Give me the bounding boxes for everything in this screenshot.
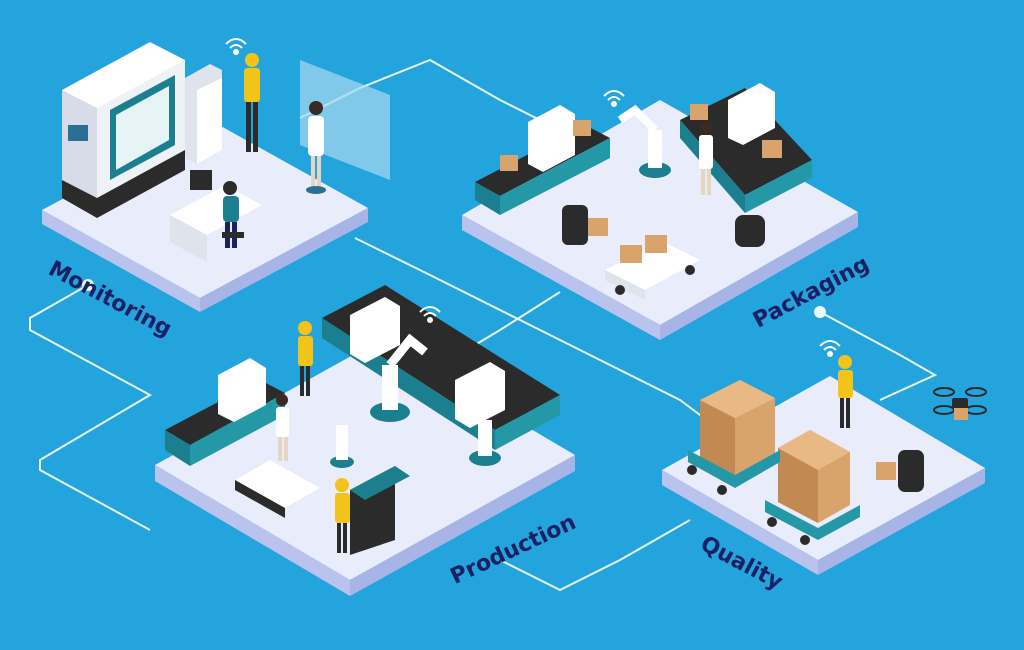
agv-cart-icon: [235, 460, 320, 518]
wifi-icon: [419, 306, 441, 323]
worker-icon: [838, 355, 853, 428]
robot-icon: [562, 205, 765, 247]
quality-platform: [662, 340, 985, 575]
production-platform: [155, 285, 575, 596]
connector-lines: [29, 58, 938, 592]
wifi-icon: [225, 38, 247, 55]
worker-icon: [244, 53, 260, 152]
wifi-icon: [819, 340, 841, 357]
worker-icon: [276, 321, 350, 553]
control-panel: [350, 466, 410, 555]
conveyor-icon: [165, 358, 285, 466]
conveyor-icon: [475, 105, 610, 215]
worker-icon: [699, 122, 713, 195]
cnc-machine: [62, 42, 185, 218]
agv-cart-icon: [687, 450, 860, 545]
drone-icon: [933, 387, 987, 420]
conveyor-icon: [680, 83, 812, 213]
box-icon: [700, 380, 896, 523]
conveyor-icon: [322, 285, 560, 450]
worker-icon: [306, 101, 326, 194]
wifi-icon: [603, 90, 625, 107]
robot-arm-icon: [330, 333, 501, 468]
packaging-platform: [462, 83, 858, 340]
robot-arm-icon: [617, 104, 671, 178]
operator-workstation: [170, 170, 262, 262]
agv-cart-icon: [605, 235, 700, 300]
monitoring-platform: [42, 38, 390, 312]
robot-icon: [898, 450, 924, 492]
